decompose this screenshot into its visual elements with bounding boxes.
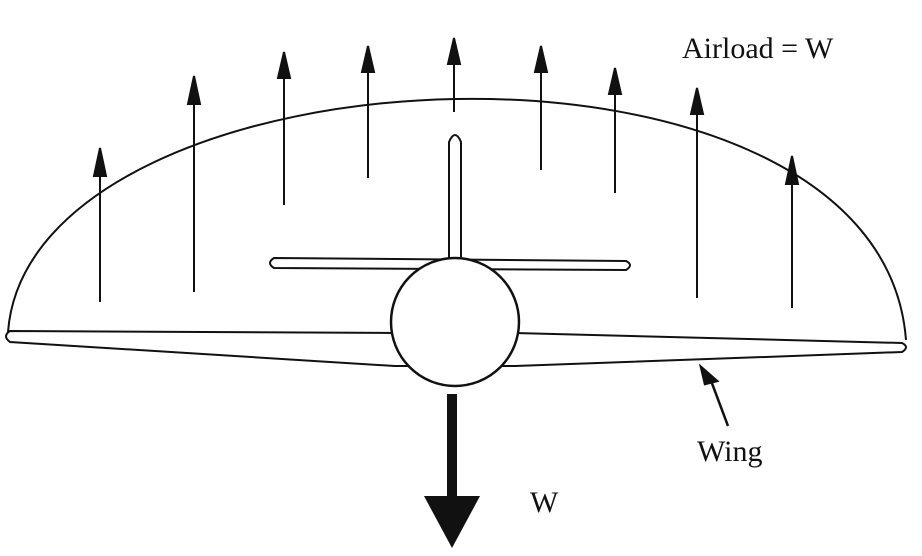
lift-arrow bbox=[186, 75, 202, 292]
airload-distribution-curve bbox=[7, 97, 907, 341]
weight-arrow bbox=[424, 394, 480, 548]
lift-arrow bbox=[446, 37, 462, 112]
lift-arrow bbox=[784, 155, 800, 308]
lift-arrow bbox=[533, 45, 549, 170]
lift-arrow bbox=[276, 51, 292, 205]
wing-leader-arrow bbox=[698, 363, 730, 427]
vertical-tail bbox=[448, 134, 462, 262]
weight-label: W bbox=[530, 486, 559, 519]
fuselage bbox=[389, 256, 521, 388]
lift-arrow bbox=[92, 147, 108, 302]
lift-arrows bbox=[92, 37, 800, 308]
wing-label: Wing bbox=[697, 435, 762, 468]
airload-label: Airload = W bbox=[682, 32, 834, 65]
lift-arrow bbox=[689, 87, 705, 298]
lift-arrow bbox=[607, 67, 623, 193]
lift-arrow bbox=[360, 45, 376, 178]
